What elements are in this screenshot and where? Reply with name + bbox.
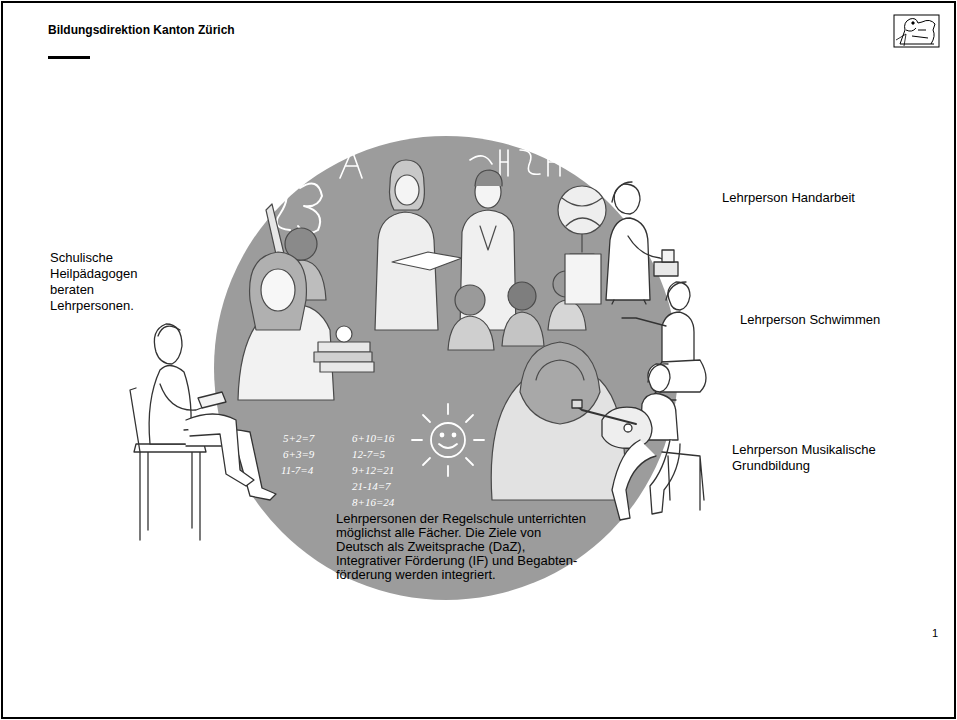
swimming-figure [622, 282, 706, 400]
role-label: Lehrperson Schwimmen [740, 312, 930, 328]
role-label: Lehrperson Musikalische Grundbildung [732, 442, 917, 474]
chalk-equation: 8+16=24 [352, 496, 394, 509]
chalk-equation: 6+10=16 [352, 432, 394, 445]
circle-caption: Lehrpersonen der Regelschule unterrichte… [336, 512, 588, 582]
chalk-equation: 9+12=21 [352, 464, 394, 477]
handicraft-figure [606, 182, 678, 304]
chalk-equation: 5+2=7 [283, 432, 314, 445]
circle-fill [214, 136, 678, 600]
header-title: Bildungsdirektion Kanton Zürich [48, 22, 235, 38]
header-rule [48, 56, 90, 59]
canton-logo [894, 15, 939, 47]
chalk-equation: 21-14=7 [352, 480, 391, 493]
side-note: Schulische Heilpädagogen beraten Lehrper… [50, 250, 175, 314]
music-teacher-figure [572, 364, 704, 520]
page-number: 1 [918, 625, 938, 641]
special-educator-figure [130, 324, 276, 540]
chalk-equation: 12-7=5 [352, 448, 385, 461]
classroom-scene [238, 150, 625, 500]
chalk-equation: 11-7=4 [281, 464, 313, 477]
chalk-equation: 6+3=9 [283, 448, 314, 461]
role-label: Lehrperson Handarbeit [722, 190, 922, 206]
